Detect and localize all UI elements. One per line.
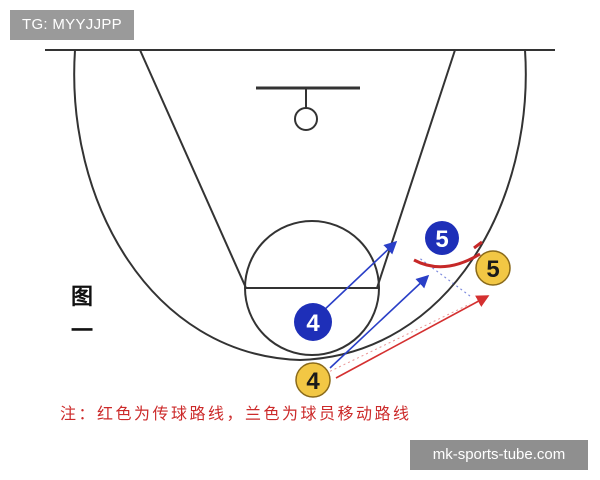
svg-text:5: 5 <box>435 226 448 253</box>
free-throw-circle <box>244 220 380 356</box>
legend-caption: 注：红色为传球路线，兰色为球员移动路线 <box>60 404 412 423</box>
watermark-url: mk-sports-tube.com <box>410 440 588 470</box>
lane-line-left <box>139 49 247 289</box>
three-point-arc <box>73 49 527 362</box>
player-blue-4: 4 <box>294 303 332 341</box>
move-route-4-to-inside <box>321 240 398 313</box>
tg-badge: TG: MYYJJPP <box>10 10 134 40</box>
rim <box>294 107 318 131</box>
player-blue-5: 5 <box>425 221 459 255</box>
figure-label: 图一 <box>70 284 93 344</box>
player-yellow-4: 4 <box>295 362 331 398</box>
svg-text:4: 4 <box>306 310 320 337</box>
move-route-4-to-wing <box>329 274 430 369</box>
player-yellow-5: 5 <box>475 250 511 286</box>
pass-route-arc <box>311 303 471 381</box>
svg-text:5: 5 <box>486 256 499 283</box>
defender-arc <box>413 252 481 269</box>
svg-text:4: 4 <box>306 368 320 395</box>
pass-route-4-to-5 <box>335 295 490 379</box>
defender-tick <box>473 240 483 250</box>
move-route-5-slide <box>417 256 471 297</box>
